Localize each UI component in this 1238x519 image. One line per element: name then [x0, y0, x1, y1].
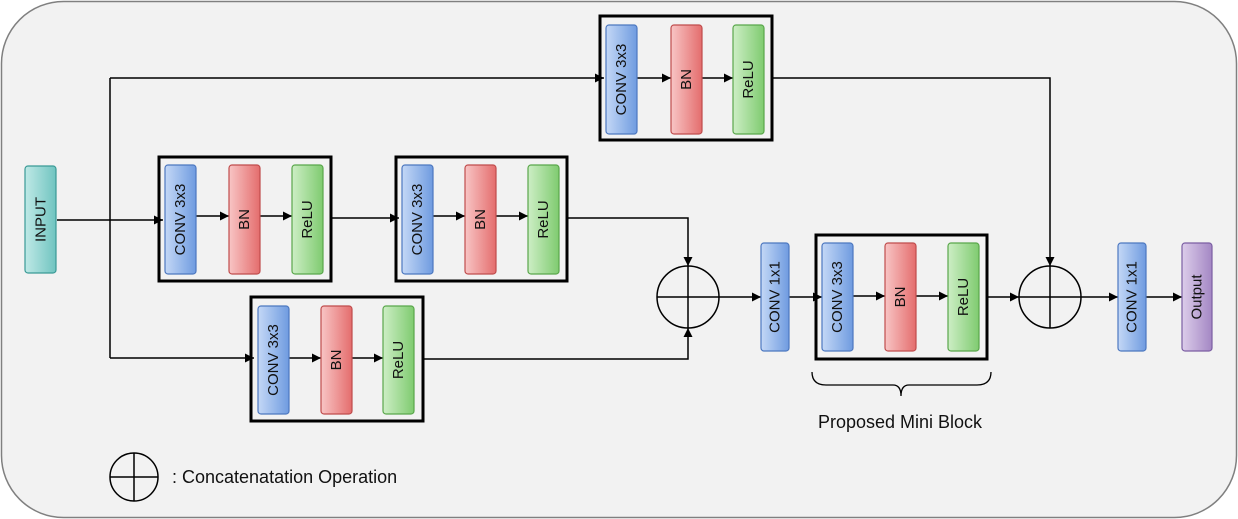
- proposed-mini-block: CONV 3x3 BN ReLU: [814, 233, 989, 361]
- concatenation-legend-icon: [109, 452, 159, 502]
- legend: : Concatenatation Operation: [109, 452, 397, 502]
- relu-label: ReLU: [535, 200, 552, 238]
- conv1-label: CONV 1x1: [767, 261, 784, 333]
- mini-block-caption: Proposed Mini Block: [818, 412, 983, 432]
- bn-label: BN: [892, 287, 909, 308]
- relu-label: ReLU: [299, 200, 316, 238]
- conv3-label: CONV 3x3: [829, 261, 846, 333]
- legend-text: : Concatenatation Operation: [172, 467, 397, 487]
- conv1x1-node-1: CONV 1x1: [760, 242, 790, 352]
- input-label: INPUT: [33, 197, 50, 242]
- middle-conv-block-1: CONV 3x3 BN ReLU: [157, 155, 333, 283]
- bn-label: BN: [236, 209, 253, 230]
- output-label: Output: [1189, 274, 1206, 320]
- relu-label: ReLU: [390, 341, 407, 379]
- top-conv-block: CONV 3x3 BN ReLU: [598, 14, 774, 142]
- conv3-label: CONV 3x3: [613, 44, 630, 116]
- relu-label: ReLU: [955, 278, 972, 316]
- connections: [57, 73, 1182, 363]
- conv1-label: CONV 1x1: [1124, 261, 1141, 333]
- bn-label: BN: [328, 350, 345, 371]
- bn-label: BN: [472, 209, 489, 230]
- conv1x1-node-2: CONV 1x1: [1117, 242, 1147, 352]
- conv3-label: CONV 3x3: [265, 324, 282, 396]
- concatenation-node-1: [656, 265, 720, 329]
- concatenation-node-2: [1018, 265, 1082, 329]
- mini-block-brace: [811, 371, 992, 397]
- conv3-label: CONV 3x3: [172, 184, 189, 256]
- output-node: Output: [1181, 242, 1213, 352]
- input-node: INPUT: [24, 165, 57, 274]
- middle-conv-block-2: CONV 3x3 BN ReLU: [394, 155, 569, 283]
- bottom-conv-block: CONV 3x3 BN ReLU: [249, 295, 425, 423]
- bn-label: BN: [678, 69, 695, 90]
- relu-label: ReLU: [740, 60, 757, 98]
- conv3-label: CONV 3x3: [409, 184, 426, 256]
